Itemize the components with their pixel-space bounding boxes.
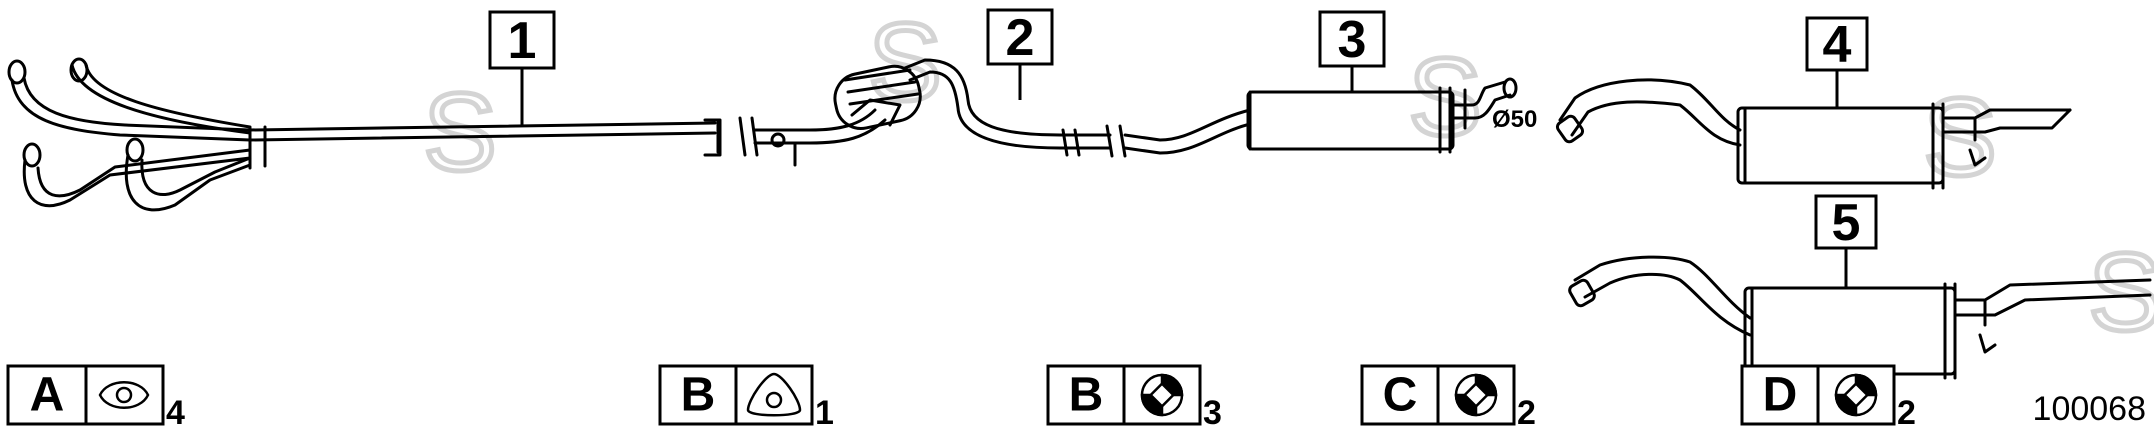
- callout-5: 5: [1814, 194, 1878, 288]
- triangle-flange-gasket-icon: [746, 372, 802, 417]
- legend-letter: C: [1383, 369, 1418, 422]
- legend-letter: A: [30, 369, 65, 422]
- legend-letter: B: [1069, 369, 1104, 422]
- watermark: S: [2088, 231, 2154, 354]
- rubber-mount-icon: [1454, 373, 1498, 417]
- legend-item-b-3: B 3: [1046, 364, 1222, 432]
- legend-quantity: 2: [1517, 394, 1536, 432]
- diameter-label: Ø50: [1492, 106, 1537, 133]
- part-2-catalytic-converter-section: [738, 58, 1127, 167]
- legend-item-c: C 2: [1360, 364, 1536, 432]
- legend-item-a: A 4: [6, 364, 185, 432]
- watermark: S: [423, 71, 496, 194]
- callout-4: 4: [1805, 16, 1869, 108]
- callout-2: 2: [986, 8, 1054, 100]
- watermarks: S S S S S: [421, 0, 2154, 357]
- rubber-mount-icon: [1140, 373, 1184, 417]
- legend-quantity: 3: [1203, 394, 1222, 432]
- rubber-mount-icon: [1834, 373, 1878, 417]
- callout-number: 4: [1823, 16, 1852, 74]
- legend: A 4 B 1 B: [6, 364, 1916, 432]
- part-5-rear-silencer: [1568, 255, 2152, 380]
- legend-quantity: 4: [166, 394, 185, 432]
- callouts: 1 2 3 4 5: [488, 8, 1878, 288]
- document-number: 100068: [2033, 390, 2146, 428]
- legend-item-b-1: B 1: [658, 364, 834, 432]
- callout-3: 3: [1318, 10, 1386, 92]
- legend-quantity: 1: [815, 394, 834, 432]
- watermark: S: [1408, 36, 1481, 159]
- callout-number: 1: [508, 12, 537, 70]
- callout-1: 1: [488, 10, 556, 125]
- callout-number: 3: [1338, 11, 1367, 69]
- legend-quantity: 2: [1897, 394, 1916, 432]
- legend-letter: D: [1763, 369, 1798, 422]
- part-1-front-pipe: [7, 57, 722, 212]
- part-4-rear-silencer: [1555, 78, 2072, 190]
- legend-letter: B: [681, 369, 716, 422]
- gasket-icon: [98, 381, 150, 409]
- callout-number: 2: [1006, 9, 1035, 67]
- watermark: S: [868, 1, 941, 124]
- legend-item-d: D 2: [1740, 364, 1916, 432]
- callout-number: 5: [1832, 194, 1861, 252]
